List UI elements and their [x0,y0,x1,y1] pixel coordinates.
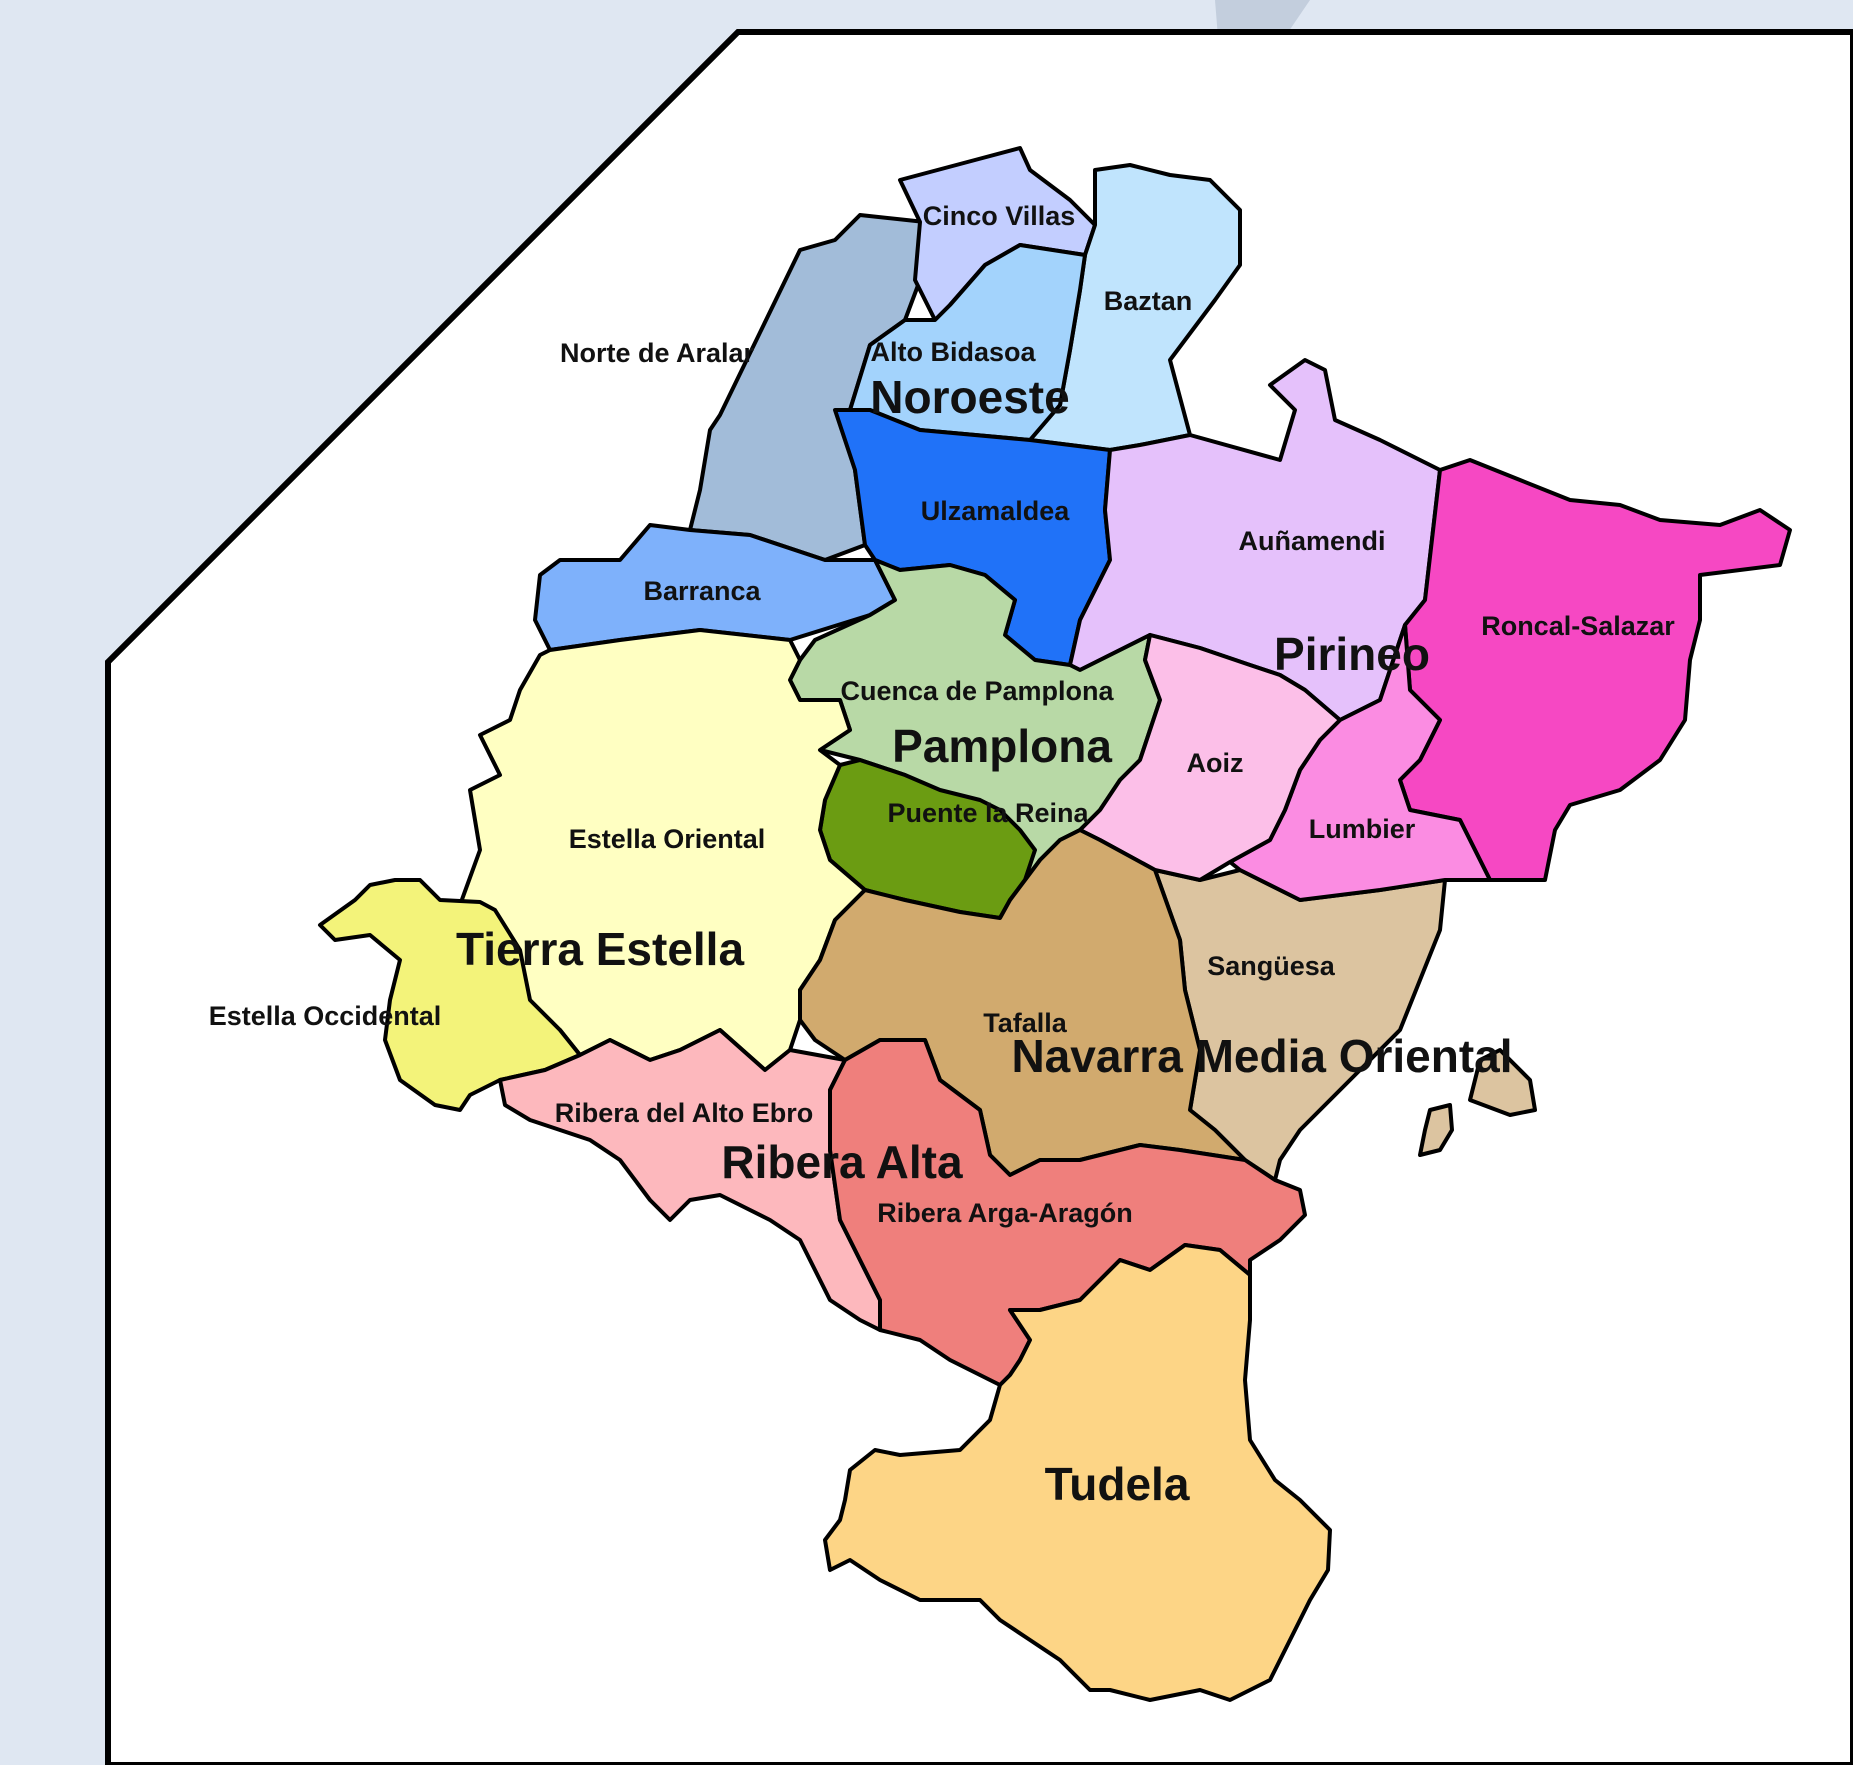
label-tierra-estella: Tierra Estella [456,923,745,975]
label-sanguesa: Sangüesa [1207,951,1336,981]
label-ribera-alta: Ribera Alta [721,1136,963,1188]
label-tafalla: Tafalla [983,1008,1068,1038]
label-lumbier: Lumbier [1309,814,1416,844]
label-roncal-salazar: Roncal-Salazar [1481,611,1675,641]
label-alto-bidasoa: Alto Bidasoa [870,337,1036,367]
label-pirineo: Pirineo [1274,628,1430,680]
label-barranca: Barranca [643,576,761,606]
label-aunamendi: Auñamendi [1238,526,1385,556]
label-cuenca-de-pamplona: Cuenca de Pamplona [840,676,1114,706]
region-sanguesa-exclave-east[interactable] [1468,1048,1537,1117]
label-pamplona: Pamplona [892,720,1112,772]
macro-labels: Noroeste Pirineo Pamplona Tierra Estella… [456,371,1513,1510]
label-cinco-villas: Cinco Villas [923,201,1076,231]
region-sanguesa-exclave-south[interactable] [1418,1103,1454,1157]
region-tudela[interactable] [823,1243,1332,1702]
regions [318,146,1792,1702]
region-alto-bidasoa[interactable] [848,243,1087,442]
label-tudela: Tudela [1045,1458,1190,1510]
label-estella-oriental: Estella Oriental [569,824,766,854]
label-noroeste: Noroeste [870,371,1069,423]
zone-labels: Cinco Villas Baztan Norte de Aralar Alto… [209,201,1676,1228]
label-ulzamaldea: Ulzamaldea [921,496,1071,526]
label-ribera-del-alto-ebro: Ribera del Alto Ebro [555,1098,814,1128]
region-aoiz[interactable] [1078,633,1342,882]
label-estella-occidental: Estella Occidental [209,1001,442,1031]
label-navarra-media-oriental: Navarra Media Oriental [1011,1030,1512,1082]
label-aoiz: Aoiz [1187,748,1244,778]
label-baztan: Baztan [1104,286,1193,316]
label-ribera-arga-aragon: Ribera Arga-Aragón [877,1198,1133,1228]
label-puente-la-reina: Puente la Reina [887,798,1089,828]
label-norte-de-aralar: Norte de Aralar [560,338,755,368]
